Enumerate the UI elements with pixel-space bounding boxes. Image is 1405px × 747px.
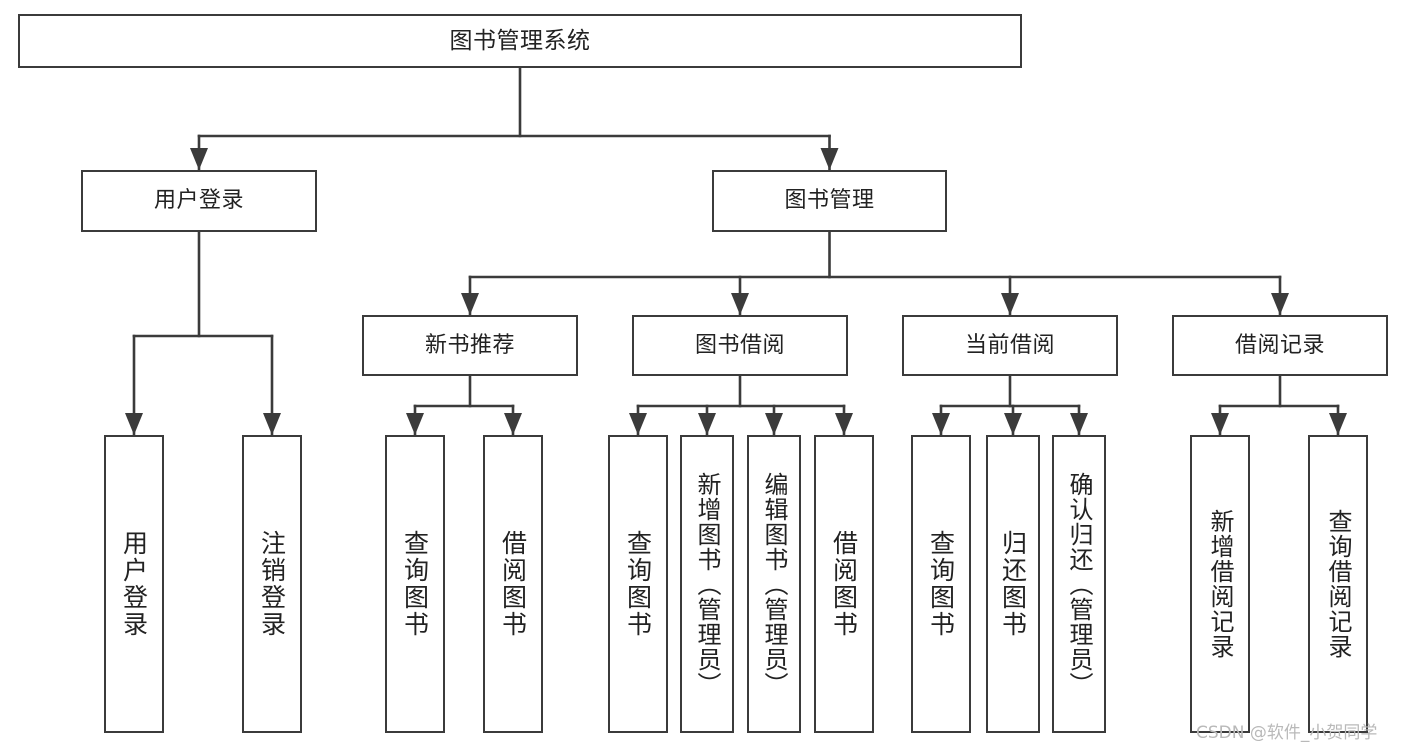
node-label-leaf-nb-query: 查询图书 xyxy=(400,530,430,638)
arrowhead-leaf-rec-query xyxy=(1329,413,1347,435)
arrowhead-current xyxy=(1001,293,1019,315)
arrowhead-leaf-bk-edit xyxy=(765,413,783,435)
arrowhead-leaf-user-logout xyxy=(263,413,281,435)
arrowhead-leaf-cur-query xyxy=(932,413,950,435)
arrowhead-newbook xyxy=(461,293,479,315)
node-bookmgmt[interactable]: 图书管理 xyxy=(712,170,947,232)
node-leaf-nb-borrow[interactable]: 借阅图书 xyxy=(483,435,543,733)
arrowhead-login xyxy=(190,148,208,170)
node-label-records: 借阅记录 xyxy=(1234,332,1325,358)
arrowhead-leaf-user-login xyxy=(125,413,143,435)
arrowhead-leaf-nb-borrow xyxy=(504,413,522,435)
node-leaf-cur-return[interactable]: 归还图书 xyxy=(986,435,1040,733)
node-label-root: 图书管理系统 xyxy=(449,27,591,54)
node-label-leaf-rec-add: 新增借阅记录 xyxy=(1206,509,1234,659)
node-leaf-bk-add[interactable]: 新增图书（管理员） xyxy=(680,435,734,733)
node-label-leaf-cur-query: 查询图书 xyxy=(926,530,956,638)
node-leaf-bk-borrow[interactable]: 借阅图书 xyxy=(814,435,874,733)
node-records[interactable]: 借阅记录 xyxy=(1172,315,1388,376)
node-label-leaf-cur-return: 归还图书 xyxy=(998,530,1028,638)
node-newbook[interactable]: 新书推荐 xyxy=(362,315,578,376)
node-leaf-user-logout[interactable]: 注销登录 xyxy=(242,435,302,733)
node-label-leaf-rec-query: 查询借阅记录 xyxy=(1324,509,1352,659)
node-label-leaf-cur-confirm: 确认归还（管理员） xyxy=(1065,471,1093,697)
arrowhead-leaf-bk-query xyxy=(629,413,647,435)
node-leaf-rec-query[interactable]: 查询借阅记录 xyxy=(1308,435,1368,733)
node-leaf-cur-confirm[interactable]: 确认归还（管理员） xyxy=(1052,435,1106,733)
node-login[interactable]: 用户登录 xyxy=(81,170,317,232)
node-leaf-rec-add[interactable]: 新增借阅记录 xyxy=(1190,435,1250,733)
node-leaf-bk-query[interactable]: 查询图书 xyxy=(608,435,668,733)
node-leaf-cur-query[interactable]: 查询图书 xyxy=(911,435,971,733)
node-leaf-nb-query[interactable]: 查询图书 xyxy=(385,435,445,733)
node-label-leaf-user-logout: 注销登录 xyxy=(257,530,287,638)
node-label-bookmgmt: 图书管理 xyxy=(784,188,875,214)
arrowhead-leaf-bk-add xyxy=(698,413,716,435)
arrowhead-records xyxy=(1271,293,1289,315)
node-label-borrow: 图书借阅 xyxy=(694,332,785,358)
node-leaf-bk-edit[interactable]: 编辑图书（管理员） xyxy=(747,435,801,733)
node-label-leaf-bk-edit: 编辑图书（管理员） xyxy=(760,471,788,697)
node-label-leaf-bk-query: 查询图书 xyxy=(623,530,653,638)
node-label-current: 当前借阅 xyxy=(964,332,1055,358)
node-label-login: 用户登录 xyxy=(153,188,244,214)
arrowhead-leaf-rec-add xyxy=(1211,413,1229,435)
arrowhead-leaf-bk-borrow xyxy=(835,413,853,435)
node-label-leaf-nb-borrow: 借阅图书 xyxy=(498,530,528,638)
node-label-leaf-bk-borrow: 借阅图书 xyxy=(829,530,859,638)
arrowhead-leaf-cur-return xyxy=(1004,413,1022,435)
arrowhead-leaf-cur-confirm xyxy=(1070,413,1088,435)
arrowhead-leaf-nb-query xyxy=(406,413,424,435)
node-borrow[interactable]: 图书借阅 xyxy=(632,315,848,376)
arrowhead-bookmgmt xyxy=(820,148,839,170)
node-label-leaf-user-login: 用户登录 xyxy=(119,530,149,638)
node-leaf-user-login[interactable]: 用户登录 xyxy=(104,435,164,733)
node-label-newbook: 新书推荐 xyxy=(424,332,515,358)
arrowhead-borrow xyxy=(731,293,749,315)
node-label-leaf-bk-add: 新增图书（管理员） xyxy=(693,471,721,697)
node-current[interactable]: 当前借阅 xyxy=(902,315,1118,376)
node-root[interactable]: 图书管理系统 xyxy=(18,14,1022,68)
csdn-watermark: CSDN @软件_小贺同学 xyxy=(1196,723,1378,743)
